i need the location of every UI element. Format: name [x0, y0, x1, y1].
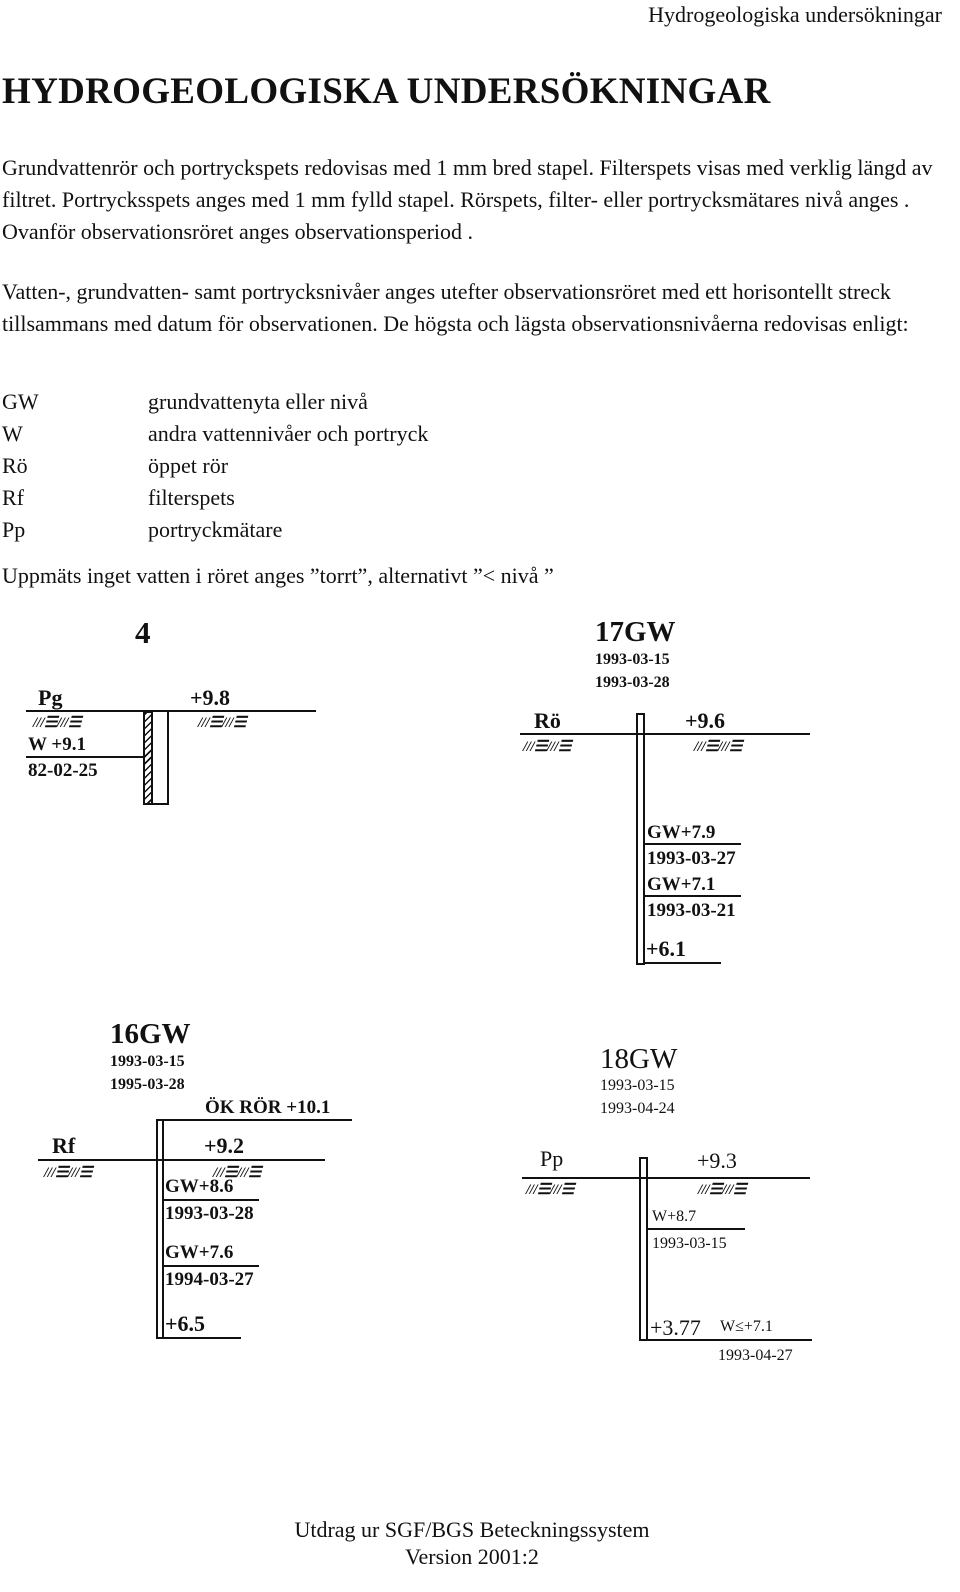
fig17-date2: 1993-03-28 — [595, 674, 670, 691]
fig18-ground-level: +9.3 — [697, 1148, 737, 1173]
fig16-obs2-level: GW+7.6 — [165, 1242, 234, 1263]
fig16-hatch-left: ///☰///☰ — [44, 1165, 92, 1181]
fig4-w-level: W +9.1 — [28, 734, 86, 755]
legend-abbr-gw: GW — [2, 389, 39, 414]
fig17-obs2-level: GW+7.1 — [647, 874, 716, 895]
fig17-obs2-date: 1993-03-21 — [647, 900, 736, 921]
fig18-pipe — [639, 1157, 648, 1341]
legend-desc-rf: filterspets — [148, 485, 235, 510]
fig4-id: 4 — [135, 615, 151, 650]
fig18-date1: 1993-03-15 — [600, 1077, 675, 1094]
fig18-type: Pp — [540, 1146, 564, 1171]
legend-desc-ro: öppet rör — [148, 453, 229, 478]
running-header: Hydrogeologiska undersökningar — [648, 2, 942, 27]
fig18-obs1-level: W+8.7 — [652, 1208, 697, 1225]
fig16-obs2-line — [162, 1265, 259, 1267]
fig16-date1: 1993-03-15 — [110, 1053, 185, 1070]
footer-version: Version 2001:2 — [405, 1544, 539, 1569]
levels-paragraph: Vatten-, grundvatten- samt portrycksnivå… — [2, 279, 909, 336]
legend-abbr-pp: Pp — [2, 517, 26, 542]
legend-abbr-w: W — [2, 421, 23, 446]
fig18-id: 18GW — [600, 1043, 678, 1075]
fig17-type: Rö — [534, 708, 561, 733]
fig4-pipe-bottom — [153, 803, 169, 805]
fig16-date2: 1995-03-28 — [110, 1076, 185, 1093]
fig17-obs1-level: GW+7.9 — [647, 822, 716, 843]
fig16-pipe-wall-right — [162, 1119, 164, 1339]
fig17-hatch-left: ///☰///☰ — [523, 739, 571, 755]
fig16-pipe-top-line — [156, 1119, 352, 1121]
fig18-hatch-left: ///☰///☰ — [526, 1182, 574, 1198]
intro-paragraph: Grundvattenrör och portryckspets redovis… — [2, 155, 933, 244]
fig16-obs1-level: GW+8.6 — [165, 1176, 234, 1197]
fig18-obs1-date: 1993-03-15 — [652, 1235, 727, 1252]
legend-desc-w: andra vattennivåer och portryck — [148, 421, 429, 446]
fig17-obs2-line — [644, 895, 741, 897]
fig4-hatch-left: ///☰///☰ — [33, 715, 81, 731]
fig16-obs1-line — [162, 1199, 259, 1201]
fig4-ground-line — [26, 710, 316, 712]
fig17-obs1-date: 1993-03-27 — [647, 848, 736, 869]
fig17-bottom-line — [644, 962, 721, 964]
fig16-bottom-level: +6.5 — [165, 1311, 206, 1336]
fig16-id: 16GW — [110, 1018, 191, 1050]
fig17-obs1-line — [644, 843, 741, 845]
fig18-obs1-line — [648, 1228, 745, 1230]
fig16-ground-line — [38, 1159, 325, 1161]
page-title: HYDROGEOLOGISKA UNDERSÖKNINGAR — [2, 71, 771, 112]
fig16-pipe-wall-left — [156, 1119, 158, 1339]
fig4-hatch-right: ///☰///☰ — [198, 715, 246, 731]
fig17-date1: 1993-03-15 — [595, 651, 670, 668]
fig16-obs1-date: 1993-03-28 — [165, 1203, 254, 1224]
fig16-pipe-top-level: ÖK RÖR +10.1 — [205, 1097, 331, 1118]
fig18-obs2-date: 1993-04-27 — [718, 1347, 793, 1364]
legend-abbr-ro: Rö — [2, 453, 28, 478]
fig4-w-line — [26, 756, 143, 758]
fig17-ground-line — [520, 733, 810, 735]
legend-desc-pp: portryckmätare — [148, 517, 283, 542]
fig17-pipe — [636, 713, 645, 965]
fig16-ground-level: +9.2 — [204, 1133, 245, 1158]
fig18-bottom-level: +3.77 — [650, 1315, 701, 1340]
fig4-pipe-wall — [167, 711, 169, 805]
fig4-type: Pg — [38, 685, 63, 710]
fig16-hatch-right: ///☰///☰ — [213, 1165, 261, 1181]
legend-abbr-rf: Rf — [2, 485, 24, 510]
fig4-w-date: 82-02-25 — [28, 760, 98, 781]
fig16-obs2-date: 1994-03-27 — [165, 1269, 254, 1290]
fig4-ground-level: +9.8 — [190, 685, 231, 710]
fig17-ground-level: +9.6 — [685, 708, 726, 733]
fig17-id: 17GW — [595, 616, 676, 648]
fig18-ground-line — [522, 1177, 810, 1179]
fig16-type: Rf — [52, 1133, 76, 1158]
fig18-date2: 1993-04-24 — [600, 1100, 675, 1117]
fig18-hatch-right: ///☰///☰ — [698, 1182, 746, 1198]
fig16-bottom-line — [156, 1337, 241, 1339]
fig4-pore-pressure-stem — [143, 711, 153, 805]
fig17-hatch-right: ///☰///☰ — [694, 739, 742, 755]
footer-source: Utdrag ur SGF/BGS Beteckningssystem — [294, 1517, 650, 1542]
fig18-obs2-level: W≤+7.1 — [720, 1318, 773, 1335]
dry-paragraph: Uppmäts inget vatten i röret anges ”torr… — [2, 563, 554, 588]
fig18-bottom-line — [640, 1339, 812, 1341]
fig17-bottom-level: +6.1 — [646, 936, 687, 961]
legend-desc-gw: grundvattenyta eller nivå — [148, 389, 368, 414]
